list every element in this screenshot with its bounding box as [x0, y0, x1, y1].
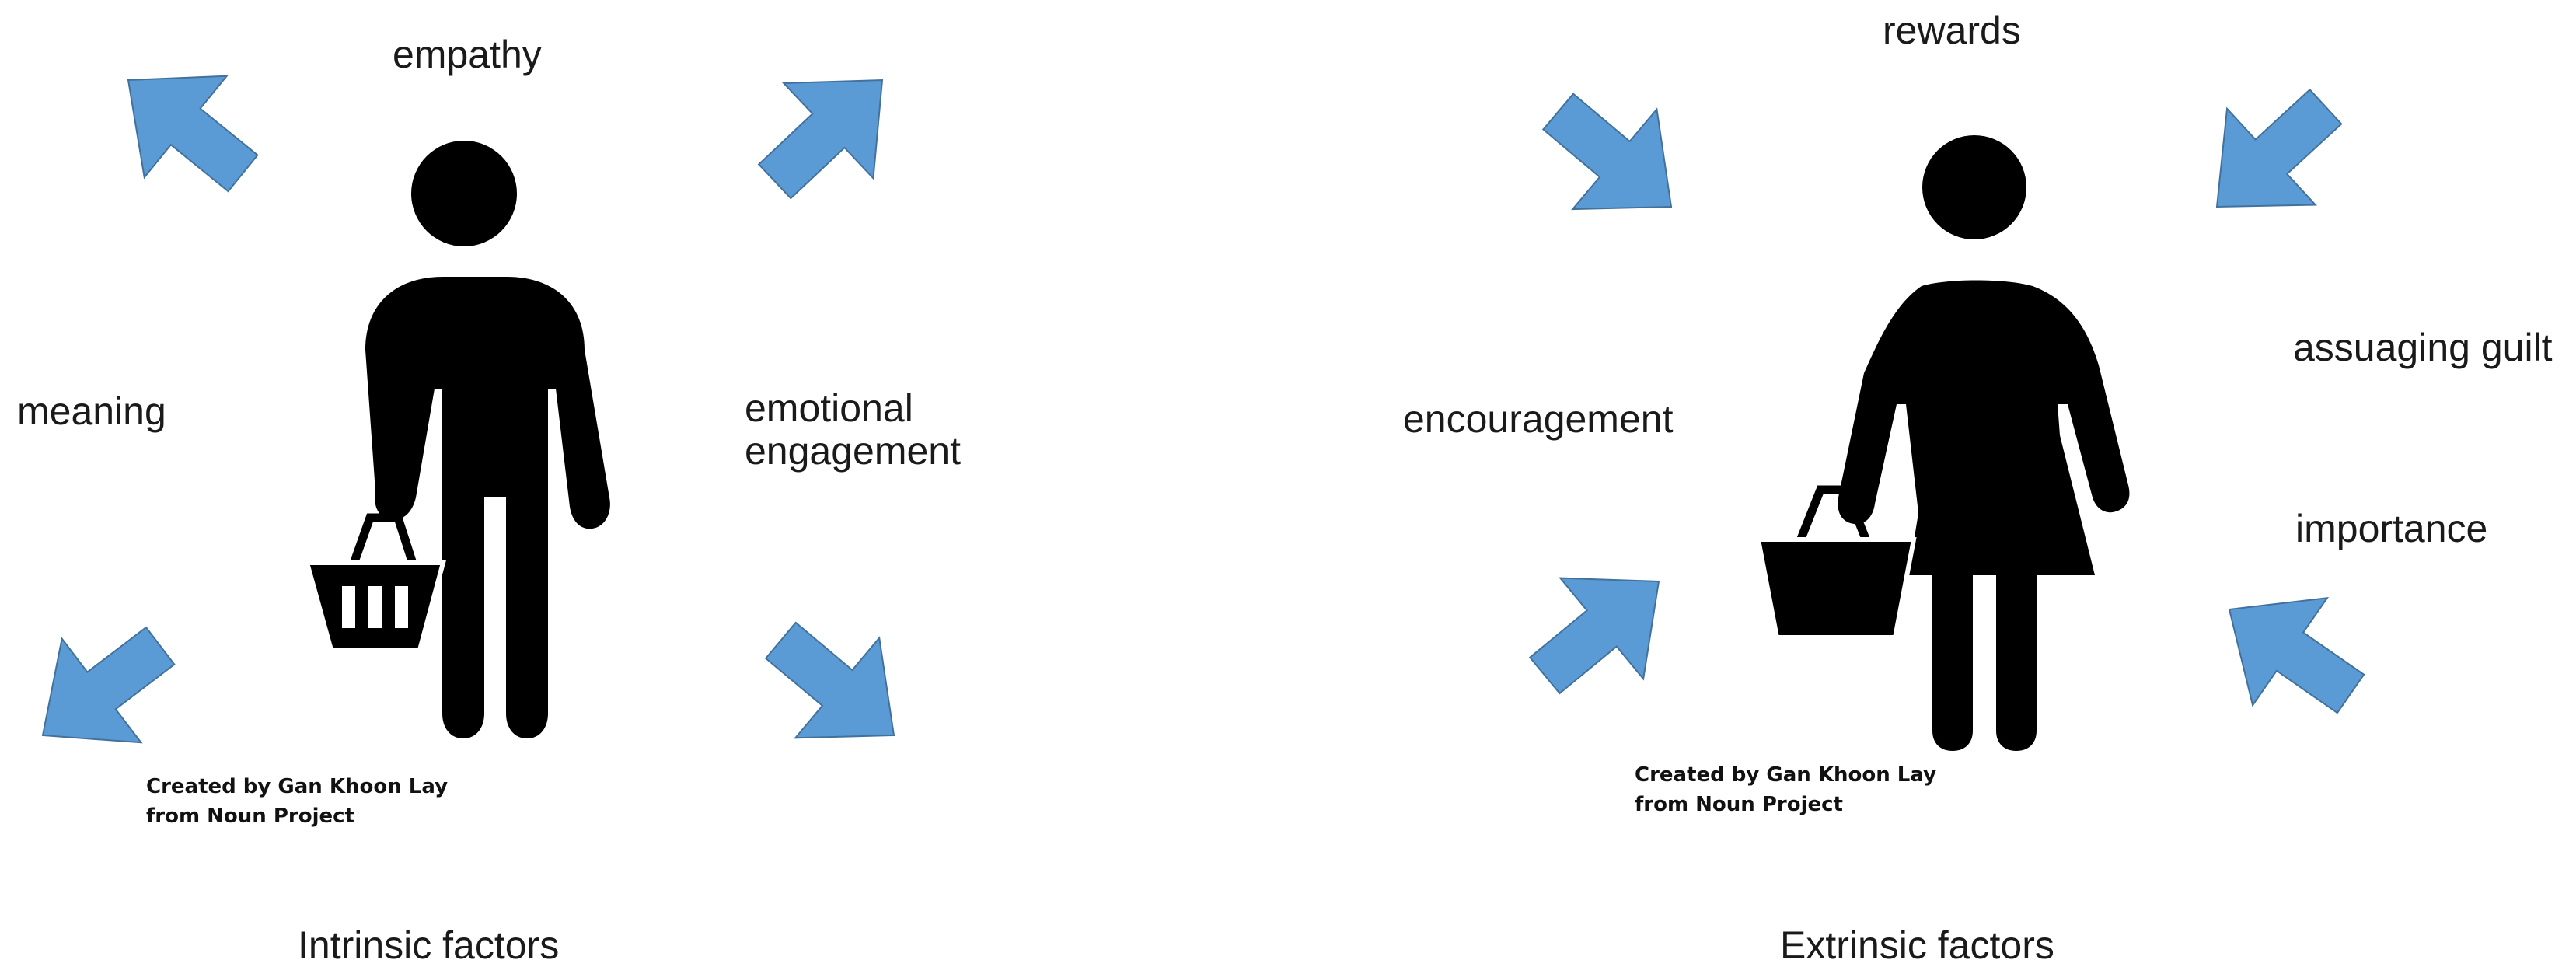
arrow-down-right-icon: [738, 589, 937, 787]
credit-line-1: Created by Gan Khoon Lay: [146, 775, 449, 798]
factor-emotional-line: emotional: [745, 386, 913, 430]
factor-importance: importance: [2295, 507, 2488, 550]
factor-encouragement: encouragement: [1403, 397, 1674, 441]
icon-credit: Created by Gan Khoon Lay from Noun Proje…: [1635, 760, 1936, 819]
man-with-basket-icon: [304, 141, 610, 738]
arrow-up-left-icon: [2191, 555, 2389, 749]
credit-line-2: from Noun Project: [1635, 793, 1843, 816]
arrow-up-left-icon: [86, 28, 285, 225]
factor-assuaging-guilt: assuaging guilt: [2293, 326, 2553, 369]
woman-with-basket-icon: [1755, 135, 2130, 751]
factor-emotional-engagement: emotional engagement: [745, 387, 961, 473]
factor-engagement-line: engagement: [745, 429, 962, 473]
credit-line-1: Created by Gan Khoon Lay: [1635, 763, 1937, 787]
factor-meaning: meaning: [17, 389, 166, 433]
arrow-down-right-icon: [1515, 61, 1715, 258]
caption-intrinsic: Intrinsic factors: [298, 923, 560, 967]
credit-line-2: from Noun Project: [146, 805, 354, 828]
caption-extrinsic: Extrinsic factors: [1780, 923, 2054, 967]
arrow-up-right-icon: [729, 31, 928, 230]
factor-empathy: empathy: [393, 33, 542, 76]
arrow-up-right-icon: [1502, 530, 1702, 727]
arrow-down-left-icon: [2, 593, 201, 788]
icon-credit: Created by Gan Khoon Lay from Noun Proje…: [146, 772, 448, 831]
arrow-down-left-icon: [2172, 58, 2371, 256]
factor-rewards: rewards: [1883, 9, 2021, 52]
